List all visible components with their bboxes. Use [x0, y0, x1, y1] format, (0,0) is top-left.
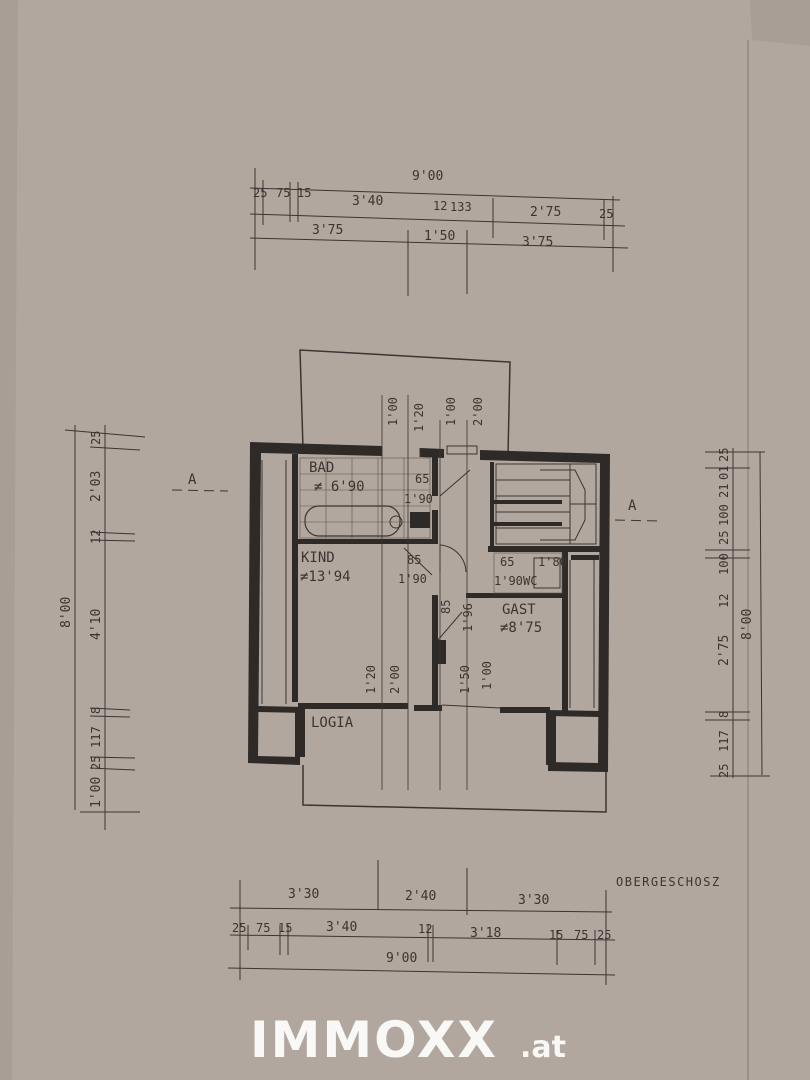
- bottom-dim-3: 3'30: [518, 893, 549, 908]
- bottom-dim-8: 12: [418, 922, 432, 936]
- left-dim-3: 12: [89, 530, 103, 544]
- left-dimension-chain: [64, 425, 146, 830]
- floor-label: OBERGESCHOSZ: [616, 875, 721, 889]
- right-dim-1: 25: [717, 448, 731, 462]
- top-dim-8: 25: [599, 207, 613, 221]
- top-dimension-chain: [249, 168, 629, 296]
- bottom-dimension-chain: [227, 860, 616, 985]
- brand-watermark: IMMOXX .at: [250, 1011, 566, 1069]
- right-dim-11: 25: [717, 764, 731, 778]
- outer-walls: [248, 442, 610, 772]
- top-dim-10: 1'50: [424, 229, 455, 244]
- opening-dim-11: 1'90: [494, 574, 523, 588]
- left-dim-5: 8: [89, 707, 103, 714]
- top-dim-7: 2'75: [530, 205, 561, 220]
- left-total-dim: 8'00: [59, 597, 74, 628]
- watermark-tld: .at: [520, 1030, 566, 1065]
- bottom-total-dim: 9'00: [386, 951, 417, 966]
- room-label-kind: KIND: [301, 550, 335, 566]
- opening-dim-5: 65: [415, 472, 429, 486]
- bottom-dim-12: 25: [597, 928, 611, 942]
- left-dim-6: 117: [89, 726, 103, 748]
- opening-dim-8: 1'90: [398, 572, 427, 586]
- bath-fixture-icon: [410, 512, 430, 528]
- top-dim-11: 3'75: [522, 235, 553, 250]
- section-line-right: [614, 519, 661, 522]
- opening-dim-17: 1'00: [480, 661, 494, 690]
- right-dim-4: 100: [717, 504, 731, 526]
- bottom-dim-6: 15: [278, 921, 292, 935]
- left-dim-4: 4'10: [89, 609, 104, 640]
- left-dim-2: 2'03: [89, 471, 104, 502]
- left-dim-1: 25: [89, 431, 103, 445]
- washbasin-icon: [389, 515, 403, 529]
- window-lines: [261, 460, 595, 709]
- right-total-dim: 8'00: [740, 609, 755, 640]
- top-dim-9: 3'75: [312, 223, 343, 238]
- opening-dim-7: 85: [407, 553, 421, 567]
- right-dim-7: 12: [717, 594, 731, 608]
- top-dim-3: 15: [297, 186, 311, 200]
- room-label-gast: GAST: [502, 602, 536, 618]
- top-dim-5: 12: [433, 199, 447, 213]
- right-dimension-chain: [705, 448, 770, 778]
- toilet-icon: [533, 557, 561, 589]
- right-dim-10: 117: [717, 730, 731, 752]
- opening-dim-13: 1'96: [461, 603, 475, 632]
- section-line-left: [171, 489, 229, 492]
- right-dim-8: 2'75: [717, 635, 732, 666]
- opening-dim-16: 1'50: [458, 665, 472, 694]
- bottom-dim-10: 15: [549, 928, 563, 942]
- opening-dim-15: 2'00: [388, 665, 402, 694]
- room-area-kind: ≠13'94: [300, 569, 351, 585]
- centre-lines: [381, 395, 468, 790]
- room-area-gast: ≠8'75: [500, 620, 542, 636]
- opening-dim-2: 1'20: [412, 403, 426, 432]
- opening-dim-10: 1'80: [538, 555, 567, 569]
- opening-dim-6: 1'90: [404, 492, 433, 506]
- opening-dim-14: 1'20: [364, 665, 378, 694]
- top-dim-1: 25: [253, 186, 267, 200]
- right-dim-9: 8: [717, 711, 731, 718]
- bottom-dim-4: 25: [232, 921, 246, 935]
- stair-treads: [492, 500, 562, 526]
- bottom-dim-9: 3'18: [470, 926, 501, 941]
- room-area-bad: ≠ 6'90: [314, 479, 365, 495]
- wc-tiles: [493, 552, 563, 594]
- right-dim-3: 21: [717, 484, 731, 498]
- right-dim-6: 100: [717, 553, 731, 575]
- section-marker-right: A: [628, 498, 637, 514]
- bathtub-icon: [304, 505, 401, 537]
- top-dim-4: 3'40: [352, 194, 383, 209]
- room-label-logia: LOGIA: [311, 715, 354, 731]
- bottom-dim-7: 3'40: [326, 920, 357, 935]
- room-label-wc: WC: [523, 574, 537, 588]
- opening-dim-9: 65: [500, 555, 514, 569]
- left-dim-8: 1'00: [89, 777, 104, 808]
- opening-dim-12: 85: [439, 600, 453, 614]
- bottom-dim-5: 75: [256, 921, 270, 935]
- right-dim-5: 25: [717, 531, 731, 545]
- watermark-brand: IMMOXX: [250, 1011, 498, 1069]
- top-balcony: [299, 349, 511, 456]
- section-marker-left: A: [188, 472, 197, 488]
- bottom-dim-2: 2'40: [405, 889, 436, 904]
- opening-dim-1: 1'00: [386, 397, 400, 426]
- left-dim-7: 25: [89, 756, 103, 770]
- top-total-dim: 9'00: [412, 169, 443, 184]
- top-dim-6: 133: [450, 200, 472, 214]
- logia-outline: [302, 765, 607, 813]
- bottom-dim-1: 3'30: [288, 887, 319, 902]
- bottom-dim-11: 75: [574, 928, 588, 942]
- opening-dim-3: 1'00: [444, 397, 458, 426]
- top-dim-2: 75: [276, 186, 290, 200]
- right-dim-2: 01: [717, 466, 731, 480]
- room-label-bad: BAD: [309, 460, 334, 476]
- floor-plan: [248, 349, 610, 813]
- opening-dim-4: 2'00: [471, 397, 485, 426]
